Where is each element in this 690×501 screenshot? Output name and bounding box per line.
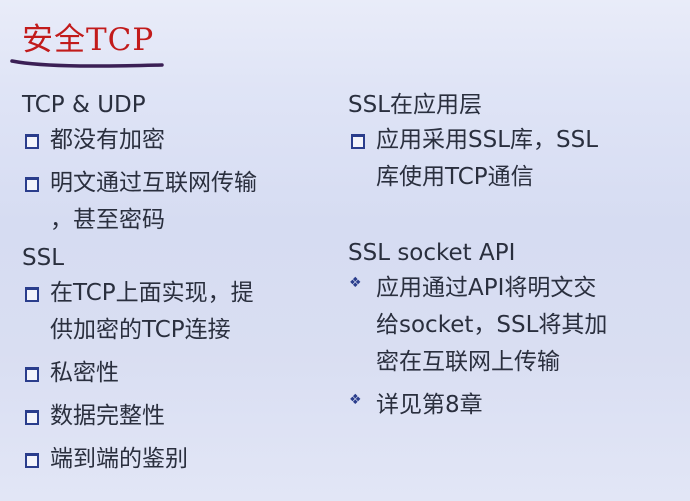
bullet-list: 应用采用SSL库，SSL 库使用TCP通信 [348, 122, 678, 196]
bullet-list: 都没有加密 明文通过互联网传输 ，甚至密码 [22, 122, 332, 239]
section-heading: TCP & UDP [22, 92, 146, 118]
section-heading: SSL在应用层 [348, 92, 483, 118]
bullet-list: ❖ 应用通过API将明文交 给socket，SSL将其加 密在互联网上传输 ❖ … [348, 270, 678, 424]
square-bullet-icon [25, 177, 39, 192]
square-bullet-icon [25, 410, 39, 425]
item-text: 在TCP上面实现，提 [50, 280, 254, 306]
section-ssl-app-layer: SSL在应用层 应用采用SSL库，SSL 库使用TCP通信 [348, 88, 678, 196]
section-heading: SSL [22, 245, 65, 271]
item-text: 给socket，SSL将其加 [376, 312, 608, 338]
square-bullet-icon [25, 134, 39, 149]
list-item: 在TCP上面实现，提 供加密的TCP连接 [22, 275, 332, 349]
item-text: 应用通过API将明文交 [376, 275, 597, 301]
diamond-bullet-icon: ❖ [349, 275, 362, 291]
list-item: 私密性 [22, 355, 332, 392]
list-item: 数据完整性 [22, 398, 332, 435]
bullet-list: 在TCP上面实现，提 供加密的TCP连接 私密性 数据完整性 端到端的鉴别 [22, 275, 332, 478]
diamond-bullet-icon: ❖ [349, 392, 362, 408]
list-item: ❖ 应用通过API将明文交 给socket，SSL将其加 密在互联网上传输 [348, 270, 678, 381]
list-item: 端到端的鉴别 [22, 441, 332, 478]
right-column: SSL在应用层 应用采用SSL库，SSL 库使用TCP通信 SSL socket… [348, 88, 678, 430]
item-text: 端到端的鉴别 [50, 446, 188, 472]
square-bullet-icon [25, 367, 39, 382]
slide-title: 安全TCP [22, 22, 155, 58]
item-text: 明文通过互联网传输 [50, 170, 257, 196]
section-ssl: SSL 在TCP上面实现，提 供加密的TCP连接 私密性 数据完整性 端到端的鉴… [22, 241, 332, 478]
left-column: TCP & UDP 都没有加密 明文通过互联网传输 ，甚至密码 SSL 在TCP… [22, 88, 332, 484]
item-text: 详见第8章 [376, 392, 483, 418]
item-text: 应用采用SSL库，SSL [376, 127, 599, 153]
list-item: ❖ 详见第8章 [348, 387, 678, 424]
item-text: 私密性 [50, 360, 119, 386]
section-tcp-udp: TCP & UDP 都没有加密 明文通过互联网传输 ，甚至密码 [22, 88, 332, 239]
item-text: 数据完整性 [50, 403, 165, 429]
item-text: 都没有加密 [50, 127, 165, 153]
square-bullet-icon [25, 453, 39, 468]
item-text: 库使用TCP通信 [376, 164, 534, 190]
item-text: ，甚至密码 [50, 207, 165, 233]
square-bullet-icon [351, 134, 365, 149]
section-ssl-socket-api: SSL socket API ❖ 应用通过API将明文交 给socket，SSL… [348, 236, 678, 424]
title-underline [10, 59, 164, 68]
list-item: 都没有加密 [22, 122, 332, 159]
item-text: 密在互联网上传输 [376, 349, 560, 375]
square-bullet-icon [25, 287, 39, 302]
list-item: 明文通过互联网传输 ，甚至密码 [22, 165, 332, 239]
list-item: 应用采用SSL库，SSL 库使用TCP通信 [348, 122, 678, 196]
section-heading: SSL socket API [348, 240, 516, 266]
item-text: 供加密的TCP连接 [50, 317, 231, 343]
